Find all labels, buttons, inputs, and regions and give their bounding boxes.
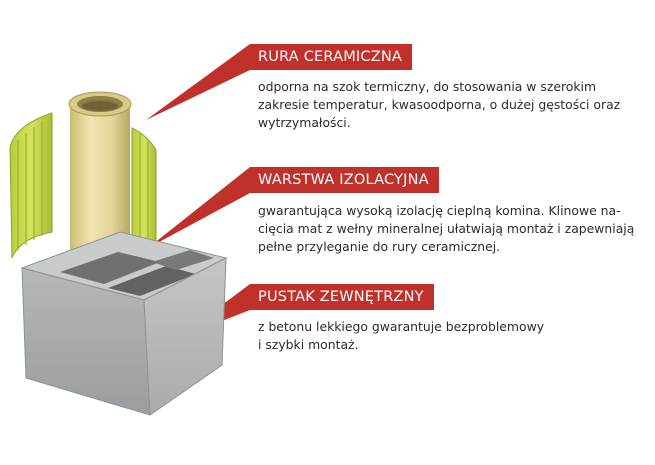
callout-title-outer-block: PUSTAK ZEWNĘTRZNY xyxy=(250,284,434,310)
pointer-ceramic-pipe xyxy=(146,44,250,120)
callout-line: pełne przyleganie do rury ceramicznej. xyxy=(258,239,501,254)
callout-line: odporna na szok termiczny, do stosowania… xyxy=(258,79,597,94)
insulation-layer xyxy=(9,112,157,259)
callout-text-outer-block: z betonu lekkiego gwarantuje bezproblemo… xyxy=(258,318,650,354)
outer-concrete-block xyxy=(20,231,228,416)
callout-line: gwarantująca wysoką izolację cieplną kom… xyxy=(258,203,621,218)
callout-title-insulation: WARSTWA IZOLACYJNA xyxy=(250,167,439,193)
callout-text-insulation: gwarantująca wysoką izolację cieplną kom… xyxy=(258,202,650,256)
callout-line: zakresie temperatur, kwasoodporna, o duż… xyxy=(258,97,621,112)
pointer-insulation xyxy=(148,167,250,248)
callout-text-ceramic-pipe: odporna na szok termiczny, do stosowania… xyxy=(258,78,650,132)
callout-line: cięcia mat z wełny mineralnej ułatwiają … xyxy=(258,221,635,236)
callout-line: wytrzymałości. xyxy=(258,115,351,130)
callout-title-ceramic-pipe: RURA CERAMICZNA xyxy=(250,44,413,70)
callout-line: i szybki montaż. xyxy=(258,337,359,352)
callout-line: z betonu lekkiego gwarantuje bezproblemo… xyxy=(258,319,545,334)
